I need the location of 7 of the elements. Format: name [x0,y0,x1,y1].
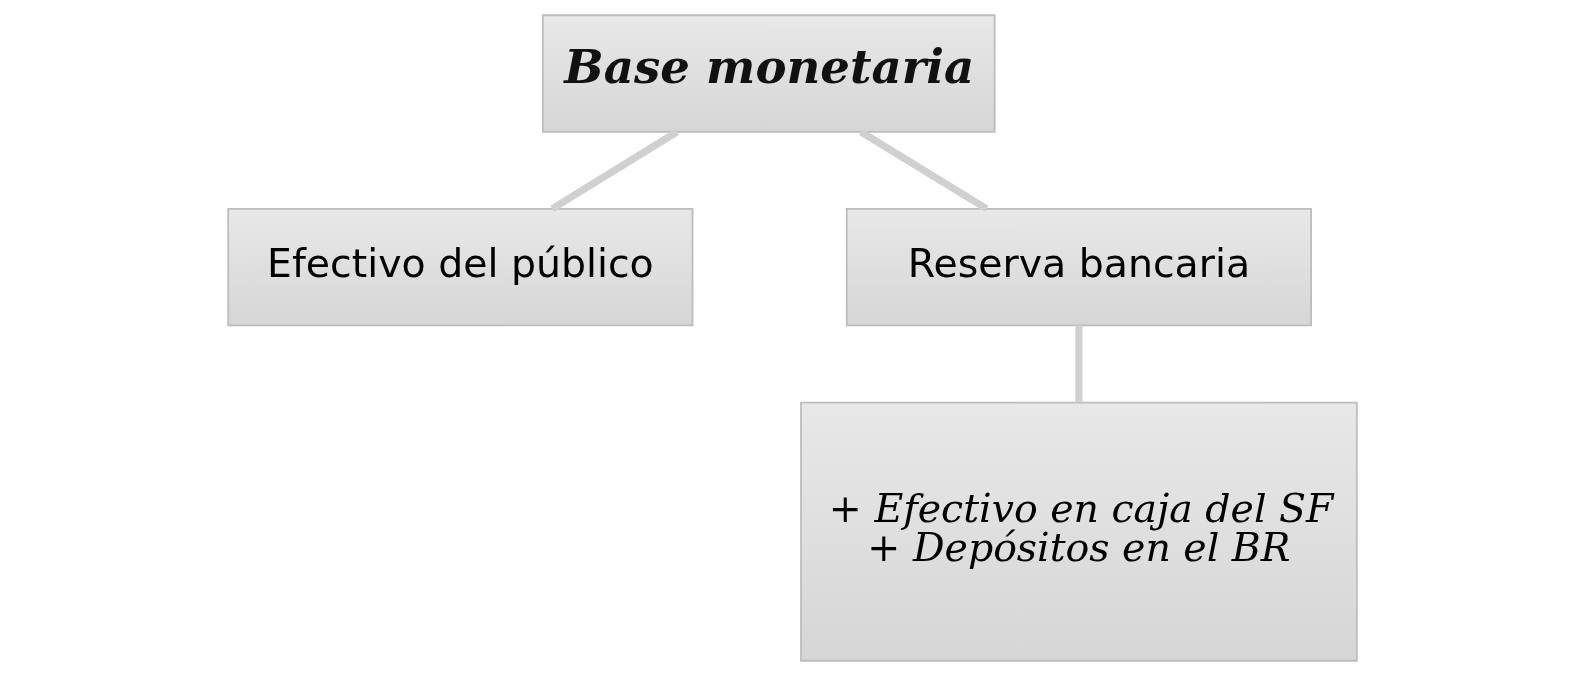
connector [859,128,989,212]
connector [1075,325,1083,403]
node-box: Base monetaria [541,14,996,133]
node-box: Reserva bancaria [845,208,1312,327]
node-box: + Efectivo en caja del SF + Depósitos en el BR [800,401,1358,662]
connector [550,128,679,212]
node-box: Efectivo del público [227,208,694,327]
